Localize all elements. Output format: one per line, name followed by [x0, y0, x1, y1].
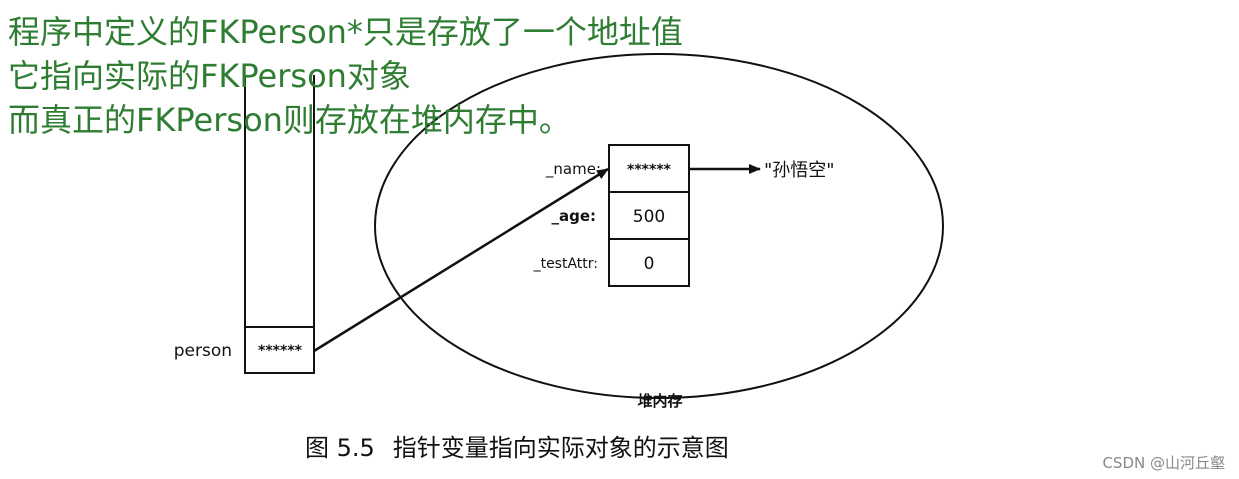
field-testattr-value: 0 [644, 254, 655, 274]
field-name-value: ****** [627, 162, 672, 178]
annotation-line-2: 它指向实际的FKPerson对象 [8, 57, 411, 95]
field-testattr-cell [608, 238, 690, 287]
field-age-label: _age: [551, 207, 596, 225]
field-name-label: _name: [545, 160, 601, 179]
field-age-value: 500 [633, 207, 665, 227]
field-name-cell [608, 144, 690, 193]
figure-caption: 图 5.5 指针变量指向实际对象的示意图 [305, 428, 729, 463]
figure-caption-text: 指针变量指向实际对象的示意图 [392, 434, 729, 462]
figure-number: 图 5.5 [305, 434, 375, 462]
field-testattr-label: _testAttr: [533, 256, 598, 272]
person-label: person [174, 341, 232, 361]
annotation-line-3: 而真正的FKPerson则存放在堆内存中。 [8, 101, 571, 139]
watermark: CSDN @山河丘壑 [1102, 454, 1225, 472]
heap-ellipse [374, 53, 944, 399]
heap-label: 堆内存 [637, 392, 682, 410]
annotation-line-1: 程序中定义的FKPerson*只是存放了一个地址值 [8, 13, 683, 51]
person-cell-value: ****** [258, 343, 303, 359]
pointer-arrow [313, 167, 609, 353]
field-age-cell [608, 191, 690, 240]
string-value: "孙悟空" [764, 160, 835, 181]
person-cell [244, 326, 315, 374]
